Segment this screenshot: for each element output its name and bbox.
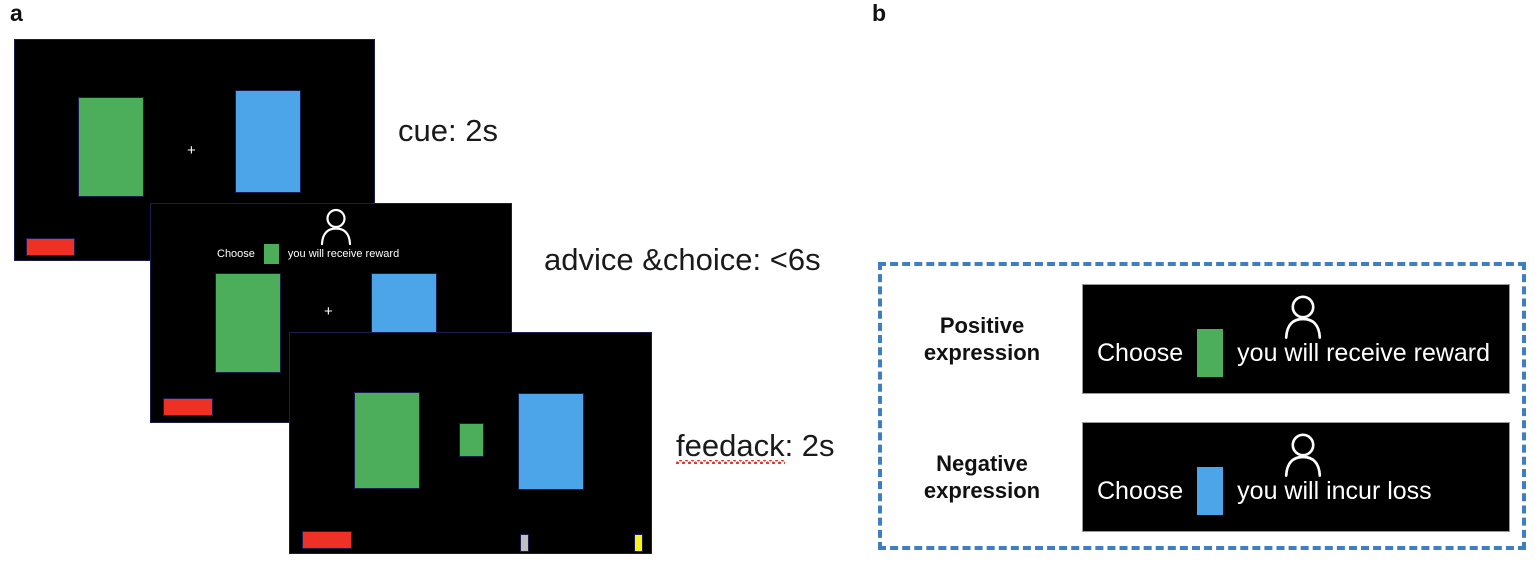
expression-green-swatch (1197, 329, 1224, 377)
expression-row-negative: Negative expression Choose you will incu… (882, 418, 1522, 536)
caption-feedback-duration-rest: : 2s (784, 428, 835, 463)
expression-label-positive-line2: expression (923, 340, 1041, 365)
caption-feedback-duration: feedack: 2s (676, 428, 835, 464)
expression-message-line-negative: Choose you will incur loss (1097, 467, 1499, 515)
cue-green-rectangle (78, 97, 144, 197)
advice-green-swatch (263, 244, 279, 264)
cue-blue-rectangle (235, 90, 301, 193)
expression-card-negative: Choose you will incur loss (1082, 422, 1510, 532)
expression-outcome-text-negative: you will incur loss (1237, 476, 1432, 505)
advice-green-rectangle (215, 273, 281, 373)
expression-label-positive-line1: Positive (939, 312, 1025, 338)
feedback-green-rectangle (354, 392, 420, 489)
feedback-blue-rectangle (518, 393, 584, 490)
feedback-grey-bar (520, 534, 529, 552)
expression-card-positive: Choose you will receive reward (1082, 284, 1510, 394)
expression-choose-label-negative: Choose (1097, 476, 1184, 505)
expression-row-positive: Positive expression Choose you will rece… (882, 280, 1522, 398)
feedback-yellow-bar (634, 534, 643, 552)
advice-outcome-text: you will receive reward (287, 248, 400, 260)
panel-label-b: b (872, 0, 887, 26)
cue-red-bar (26, 238, 75, 256)
expression-outcome-text-positive: you will receive reward (1237, 338, 1491, 367)
caption-cue-duration: cue: 2s (398, 113, 498, 148)
person-icon (1284, 433, 1322, 477)
advice-red-bar (163, 398, 213, 416)
expression-examples-box: Positive expression Choose you will rece… (878, 262, 1526, 550)
caption-feedback-misspelled-word: feedack (676, 428, 785, 464)
expression-blue-swatch (1197, 467, 1224, 515)
advice-fixation-cross: + (324, 303, 333, 320)
expression-label-negative: Negative expression (882, 450, 1082, 505)
expression-label-positive: Positive expression (882, 312, 1082, 367)
expression-label-negative-line2: expression (923, 478, 1041, 503)
panel-label-a: a (10, 0, 23, 26)
feedback-small-green-rectangle (459, 423, 484, 457)
feedback-red-bar (302, 531, 352, 549)
person-icon (1284, 295, 1322, 339)
advice-choose-label: Choose (217, 248, 255, 260)
advice-message-line: Choose you will receive reward (217, 244, 399, 264)
cue-fixation-cross: + (187, 142, 196, 159)
caption-advice-duration: advice &choice: <6s (544, 242, 821, 277)
expression-message-line-positive: Choose you will receive reward (1097, 329, 1499, 377)
stimulus-screen-feedback (289, 332, 652, 554)
person-icon (320, 208, 352, 245)
expression-label-negative-line1: Negative (936, 450, 1028, 476)
expression-choose-label-positive: Choose (1097, 338, 1184, 367)
advice-blue-rectangle (371, 273, 437, 335)
